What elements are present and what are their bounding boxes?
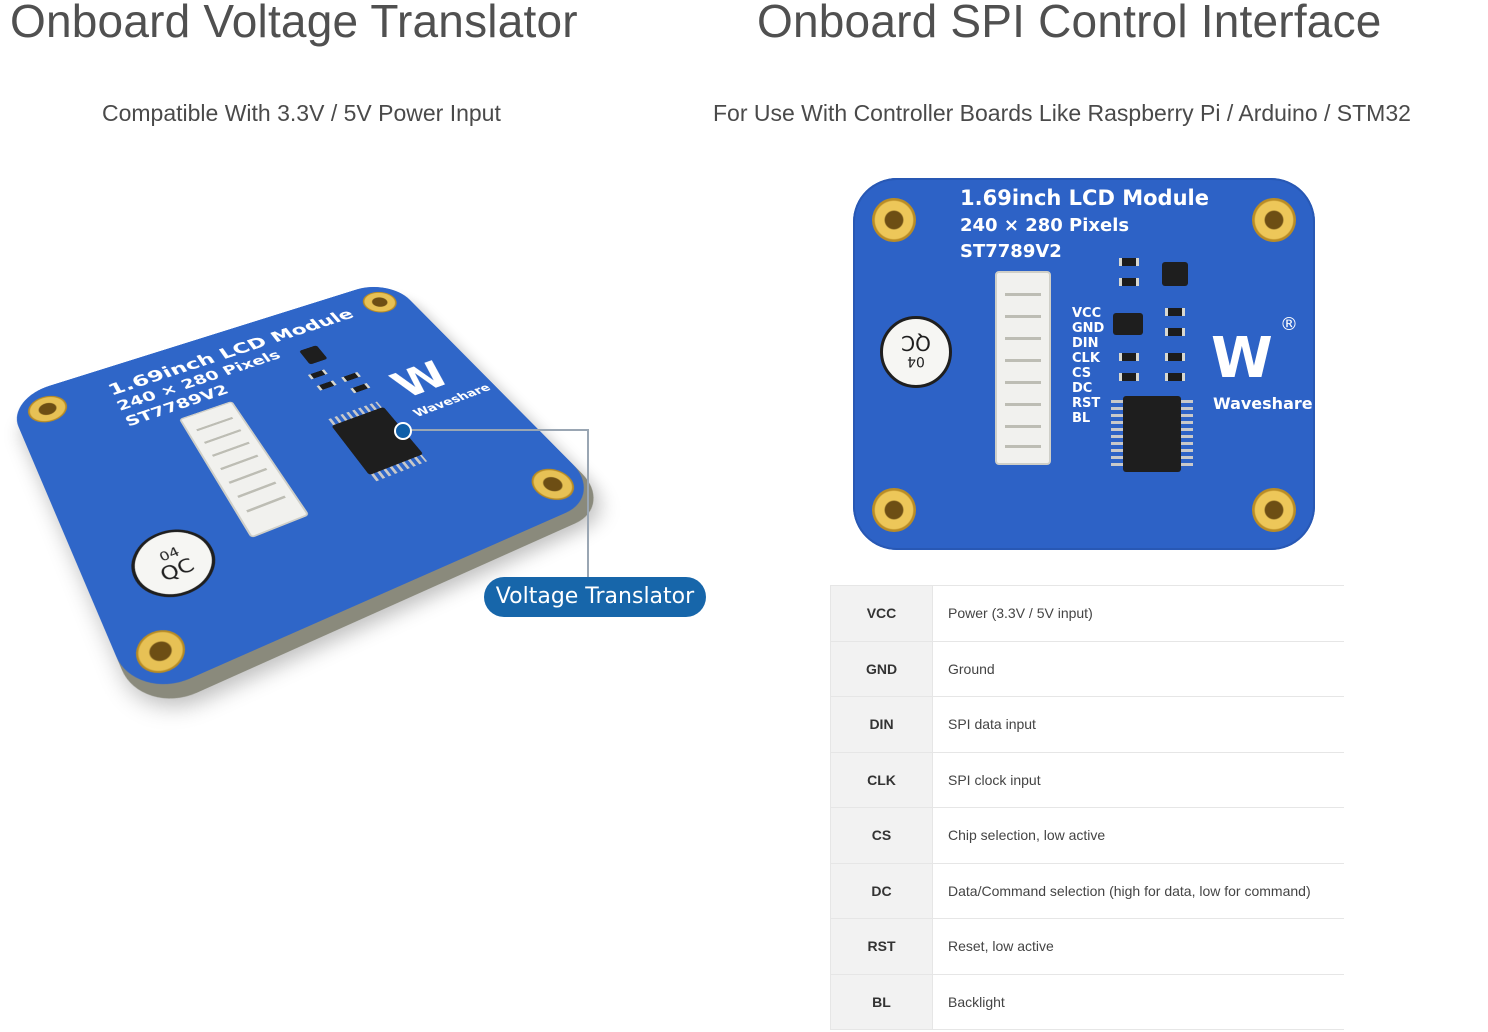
pin-name-cell: CS [830, 807, 933, 864]
callout-marker [394, 422, 412, 440]
pin-label-bl: BL [1072, 411, 1091, 426]
pin-description-cell: Power (3.3V / 5V input) [932, 585, 1344, 642]
right-heading: Onboard SPI Control Interface [757, 0, 1382, 47]
pin-description-cell: Ground [932, 640, 1344, 697]
pin-label-clk: CLK [1072, 351, 1100, 366]
pin-name-cell: VCC [830, 585, 933, 642]
pin-label-cs: CS [1072, 366, 1092, 381]
mounting-hole [129, 623, 193, 681]
callout-leader-line [402, 429, 589, 431]
lcd-module-board-flat: 1.69inch LCD Module 240 × 280 Pixels ST7… [853, 178, 1315, 550]
mounting-hole [872, 488, 916, 532]
qc-sticker: 04 QC [119, 518, 229, 610]
board-resolution: 240 × 280 Pixels [960, 215, 1130, 236]
pin-description-cell: Data/Command selection (high for data, l… [932, 862, 1344, 919]
right-subheading: For Use With Controller Boards Like Rasp… [713, 100, 1411, 126]
mounting-hole [23, 391, 73, 428]
pin-label-dc: DC [1072, 381, 1093, 396]
mounting-hole [1252, 488, 1296, 532]
pin-name-cell: DC [830, 862, 933, 919]
pin-label-vcc: VCC [1072, 306, 1102, 321]
pin-description-cell: SPI data input [932, 696, 1344, 753]
voltage-translator-callout: Voltage Translator [484, 577, 706, 617]
regulator-chip [1113, 313, 1143, 335]
brand-label: Waveshare [1213, 394, 1313, 413]
mounting-hole [1252, 198, 1296, 242]
pin-description-cell: SPI clock input [932, 751, 1344, 808]
pin-name-cell: RST [830, 918, 933, 975]
mounting-hole [872, 198, 916, 242]
board-name: 1.69inch LCD Module [960, 186, 1209, 210]
voltage-translator-chip [1123, 396, 1181, 472]
mounting-hole [523, 463, 583, 506]
pin-description-cell: Reset, low active [932, 918, 1344, 975]
pin-label-gnd: GND [1072, 321, 1105, 336]
board-driver: ST7789V2 [960, 241, 1062, 262]
pin-label-rst: RST [1072, 396, 1101, 411]
left-heading: Onboard Voltage Translator [10, 0, 578, 47]
pin-name-cell: DIN [830, 696, 933, 753]
pin-name-cell: BL [830, 973, 933, 1030]
pin-name-cell: GND [830, 640, 933, 697]
pin-description-cell: Chip selection, low active [932, 807, 1344, 864]
fpc-connector [995, 271, 1051, 465]
pin-description-cell: Backlight [932, 973, 1344, 1030]
qc-sticker: 04 QC [880, 316, 952, 388]
lcd-module-board-angled: 1.69inch LCD Module 240 × 280 Pixels ST7… [6, 279, 605, 703]
pin-label-din: DIN [1072, 336, 1099, 351]
left-subheading: Compatible With 3.3V / 5V Power Input [102, 100, 501, 126]
mounting-hole [356, 288, 404, 317]
fpc-connector [178, 400, 310, 539]
pin-name-cell: CLK [830, 751, 933, 808]
registered-mark-icon: ® [1280, 314, 1298, 335]
waveshare-logo-icon: W [1211, 326, 1273, 391]
callout-leader-line [587, 430, 589, 580]
